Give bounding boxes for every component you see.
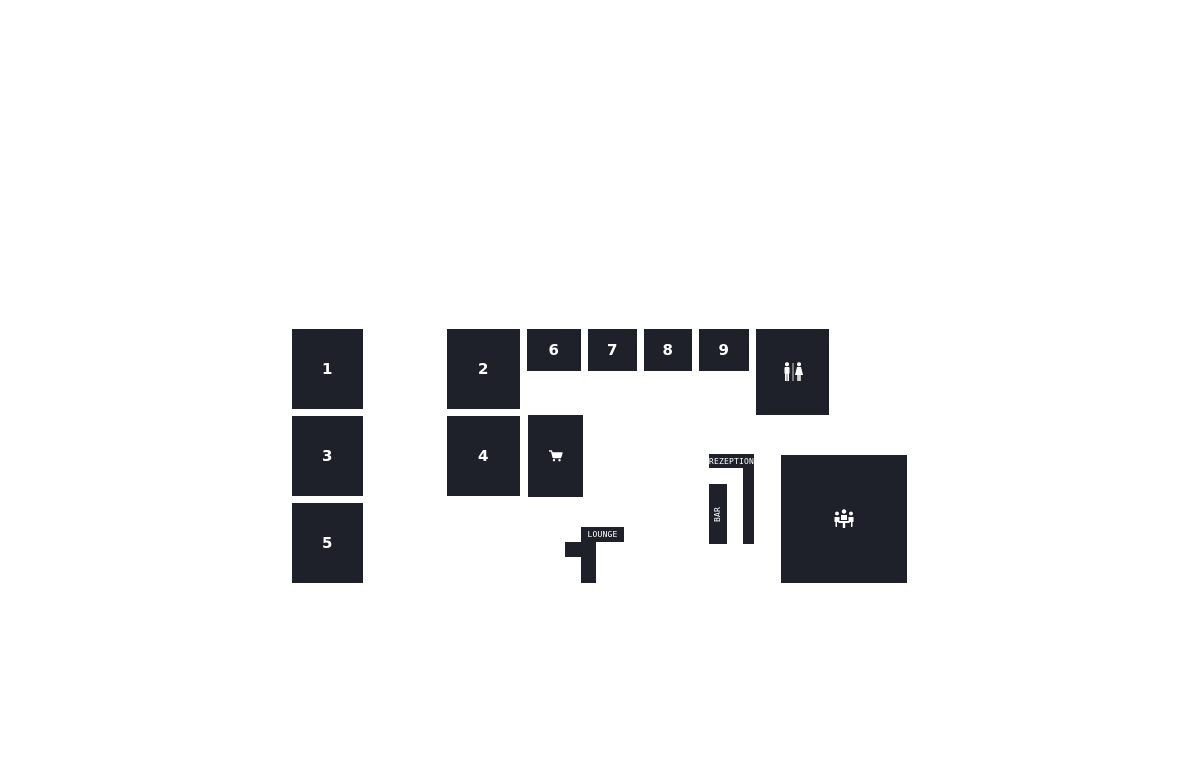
room-8-label: 8	[662, 341, 674, 359]
rezeption-counter-side	[743, 454, 754, 544]
lounge-arm	[565, 542, 585, 557]
room-8[interactable]: 8	[644, 329, 692, 371]
room-3-label: 3	[322, 447, 333, 465]
room-6-label: 6	[548, 341, 560, 359]
room-3[interactable]: 3	[292, 416, 363, 496]
bar-area[interactable]: BAR	[709, 484, 727, 544]
room-7-label: 7	[607, 341, 618, 359]
bar-label: BAR	[713, 506, 723, 522]
room-5-label: 5	[322, 534, 333, 552]
room-7[interactable]: 7	[588, 329, 637, 371]
room-1-label: 1	[322, 360, 333, 378]
meeting-group-icon	[833, 509, 855, 529]
restrooms-room[interactable]	[756, 329, 829, 415]
room-6[interactable]: 6	[527, 329, 581, 371]
room-9-label: 9	[718, 341, 730, 359]
room-4[interactable]: 4	[447, 416, 520, 496]
meeting-room[interactable]	[781, 455, 907, 583]
restroom-icon	[782, 362, 804, 382]
lounge-area[interactable]: LOUNGE	[581, 527, 624, 542]
shop-room[interactable]	[528, 415, 583, 497]
shopping-cart-icon	[548, 450, 563, 462]
room-5[interactable]: 5	[292, 503, 363, 583]
room-4-label: 4	[478, 447, 489, 465]
rezeption-label: REZEPTION	[708, 456, 755, 466]
room-9[interactable]: 9	[699, 329, 749, 371]
room-1[interactable]: 1	[292, 329, 363, 409]
room-2[interactable]: 2	[447, 329, 520, 409]
rezeption-area[interactable]: REZEPTION	[709, 454, 754, 468]
room-2-label: 2	[478, 360, 489, 378]
lounge-label: LOUNGE	[587, 530, 618, 539]
